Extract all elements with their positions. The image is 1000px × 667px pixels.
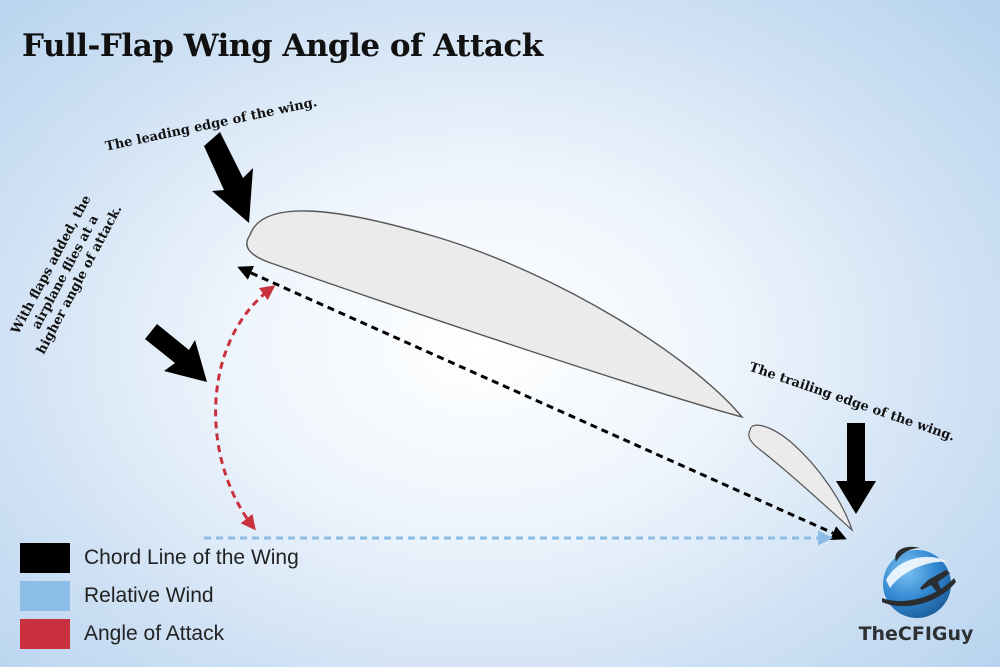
page-title: Full-Flap Wing Angle of Attack [22, 28, 543, 64]
trailing-edge-arrow-icon [836, 423, 876, 514]
leading-edge-arrow-icon [204, 132, 253, 223]
legend: Chord Line of the Wing Relative Wind Ang… [20, 543, 299, 657]
legend-label: Chord Line of the Wing [84, 546, 299, 569]
legend-swatch [20, 543, 70, 573]
legend-swatch [20, 619, 70, 649]
legend-label: Relative Wind [84, 584, 214, 607]
brand-logo-text: TheCFIGuy [858, 623, 974, 645]
flaps-arrow-icon [145, 324, 207, 382]
angle-of-attack-arc [214, 285, 276, 531]
legend-swatch [20, 581, 70, 611]
legend-label: Angle of Attack [84, 622, 225, 645]
chord-line [237, 266, 847, 540]
legend-item-relative-wind: Relative Wind [20, 581, 299, 611]
legend-item-angle-of-attack: Angle of Attack [20, 619, 299, 649]
brand-logo: TheCFIGuy [846, 540, 986, 655]
flap-airfoil [748, 424, 854, 533]
globe-airplane-icon [882, 546, 956, 618]
legend-item-chord-line: Chord Line of the Wing [20, 543, 299, 573]
wing-airfoil [246, 210, 744, 419]
